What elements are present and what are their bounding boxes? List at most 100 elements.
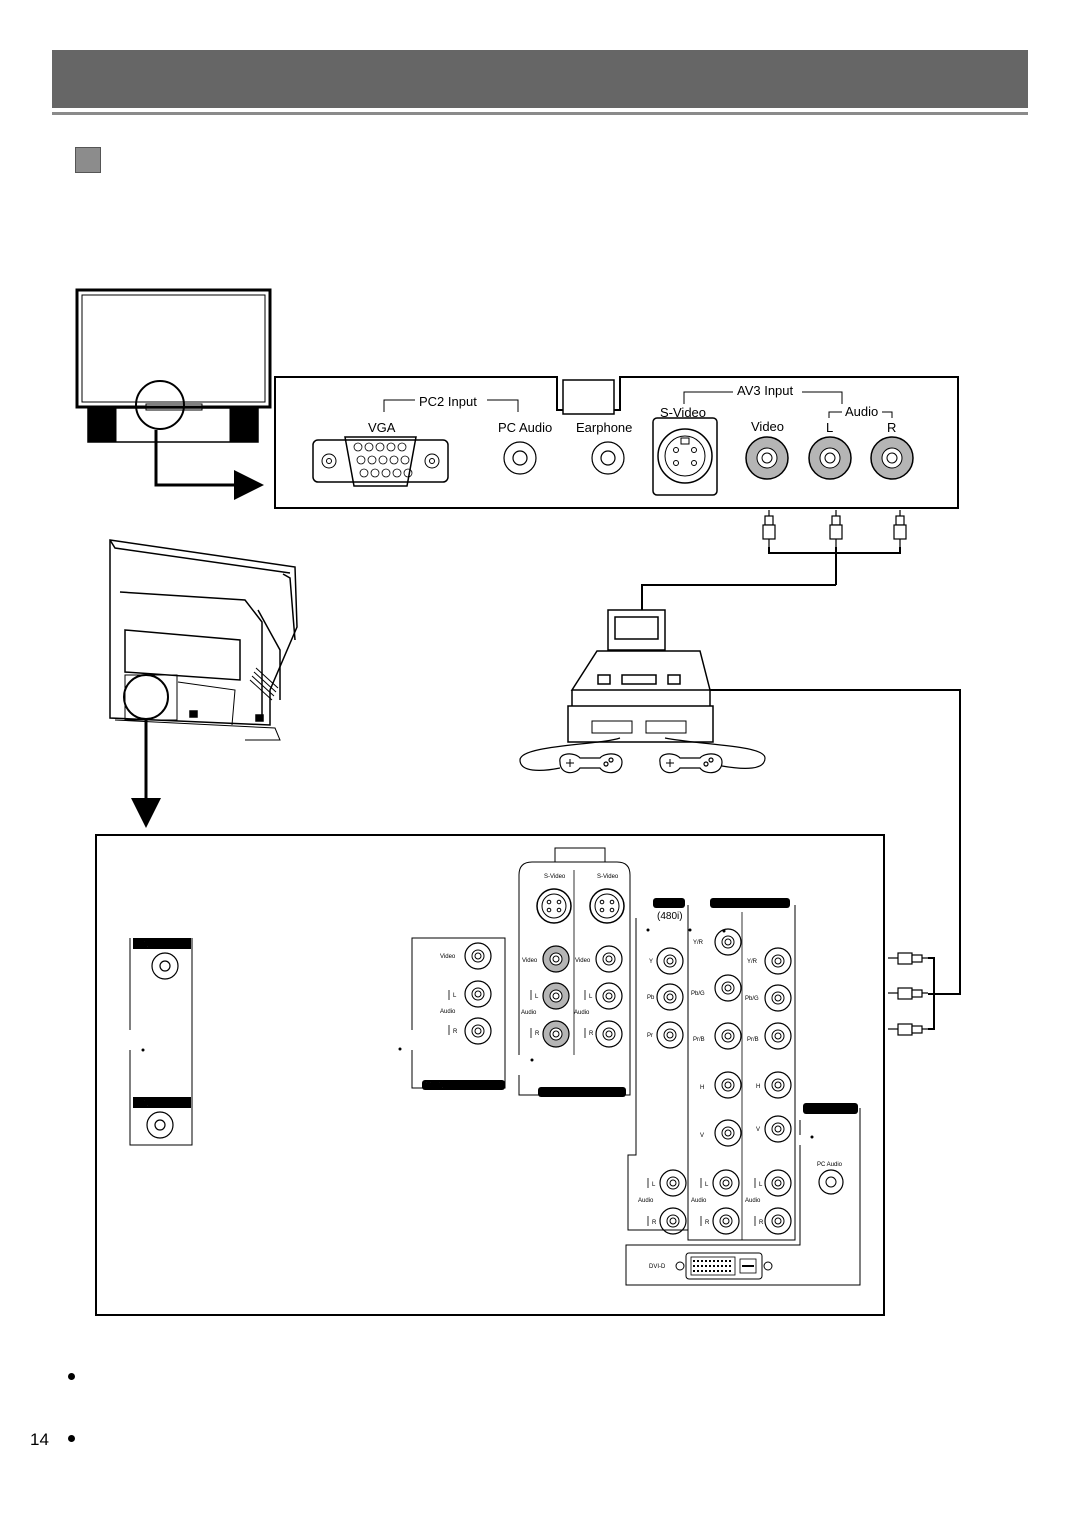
monitor-audio-label: Audio bbox=[440, 1009, 456, 1015]
rear-panel-frame bbox=[95, 834, 885, 1316]
sd1-pr-jack bbox=[656, 1021, 684, 1049]
pc1-audio-jack bbox=[818, 1169, 844, 1195]
av2-audio-l-jack bbox=[595, 982, 623, 1010]
av3-audio-l-jack bbox=[808, 436, 852, 480]
hd1-audio-l-label: L bbox=[705, 1182, 709, 1188]
av1-video-jack bbox=[542, 945, 570, 973]
hd2-audio-l-label: L bbox=[759, 1182, 763, 1188]
av1-l-label: L bbox=[535, 994, 539, 1000]
monitor-audio-r-jack bbox=[464, 1017, 492, 1045]
ant2-jack bbox=[146, 1111, 174, 1139]
av1-r-label: R bbox=[535, 1031, 540, 1037]
header-bar bbox=[52, 50, 1028, 108]
hd2-audio-r-jack bbox=[764, 1207, 792, 1235]
ant2-input-label: ANT-2 Input bbox=[138, 1099, 181, 1108]
hd2-v-jack bbox=[764, 1115, 792, 1143]
hd1-pb-g-label: Pb/G bbox=[691, 991, 705, 997]
hd1-v-label: V bbox=[700, 1133, 704, 1139]
pc-audio-label: PC Audio bbox=[498, 420, 552, 435]
sd1-pb-jack bbox=[656, 983, 684, 1011]
controller-2 bbox=[659, 753, 723, 774]
av1-audio-label: Audio bbox=[521, 1010, 537, 1016]
hd1-pb-g-jack bbox=[714, 974, 742, 1002]
hd2-h-label: H bbox=[756, 1084, 760, 1090]
sd1-label: SD1 bbox=[660, 899, 676, 908]
dvi-d-port bbox=[675, 1252, 773, 1280]
hd2-h-jack bbox=[764, 1071, 792, 1099]
audio-label: Audio bbox=[845, 404, 878, 419]
ant1-input-label: ANT-1 Input bbox=[138, 940, 181, 949]
av1-s-video-port bbox=[536, 888, 572, 924]
av-cable-plugs bbox=[762, 510, 907, 547]
monitor-r-label: R bbox=[453, 1029, 458, 1035]
sd1-audio-l-label: L bbox=[652, 1182, 656, 1188]
hd2-label: HD2 bbox=[766, 899, 783, 908]
pc1-audio-label: PC Audio bbox=[817, 1162, 843, 1168]
pc1-input-label: PC1 Input bbox=[807, 1105, 843, 1114]
hd2-pr-b-jack bbox=[764, 1022, 792, 1050]
earphone-jack bbox=[591, 441, 625, 475]
s-video-port bbox=[652, 417, 718, 496]
earphone-label: Earphone bbox=[576, 420, 632, 435]
av2-s-video-label: S-Video bbox=[597, 874, 619, 880]
bullet-mark-1 bbox=[68, 1373, 75, 1380]
antenna-block: ANT-1 Input ANT-2 Input bbox=[129, 938, 193, 1146]
hd1-audio-r-label: R bbox=[705, 1220, 710, 1226]
rear-cable-plugs bbox=[888, 952, 935, 1036]
monitor-video-jack bbox=[464, 942, 492, 970]
section-marker bbox=[75, 147, 101, 173]
hd1-label: HD1 bbox=[716, 899, 733, 908]
vga-label: VGA bbox=[368, 420, 396, 435]
av2-video-jack bbox=[595, 945, 623, 973]
hd2-audio-r-label: R bbox=[759, 1220, 764, 1226]
hd1-v-jack bbox=[714, 1119, 742, 1147]
av2-video-label: Video bbox=[575, 958, 591, 964]
av-cable bbox=[641, 547, 901, 653]
av1-s-video-label: S-Video bbox=[544, 874, 566, 880]
av2-l-label: L bbox=[589, 994, 593, 1000]
hd1-audio-l-jack bbox=[712, 1169, 740, 1197]
controller-1 bbox=[559, 753, 623, 774]
sd1-pr-label: Pr bbox=[647, 1033, 653, 1039]
hd1-audio-r-jack bbox=[712, 1207, 740, 1235]
hd2-v-label: V bbox=[756, 1127, 760, 1133]
monitor-l-label: L bbox=[453, 993, 457, 999]
game-console bbox=[519, 609, 766, 774]
side-panel: PC2 Input VGA PC Audio Earphone AV3 Inpu… bbox=[274, 376, 959, 509]
av1-av2-block: S-Video S-Video Video Video L Audio R L … bbox=[518, 847, 631, 1098]
hd2-pb-g-jack bbox=[764, 984, 792, 1012]
av3-input-label: AV3 Input bbox=[737, 383, 794, 398]
hd1-pr-b-jack bbox=[714, 1022, 742, 1050]
tv-rear-illustration bbox=[109, 539, 298, 741]
hd1-y-r-jack bbox=[714, 928, 742, 956]
hd2-pr-b-label: Pr/B bbox=[747, 1037, 759, 1043]
s-video-label: S-Video bbox=[660, 405, 706, 420]
av2-audio-r-jack bbox=[595, 1020, 623, 1048]
arrow-to-side-panel bbox=[154, 430, 264, 500]
av1-label: AV1 bbox=[544, 1088, 559, 1097]
vga-port bbox=[312, 436, 449, 487]
sd1-audio-l-jack bbox=[659, 1169, 687, 1197]
monitor-output-label: MONITOR Output bbox=[425, 1081, 490, 1090]
hd2-y-r-label: Y/R bbox=[747, 959, 758, 965]
pc-audio-jack bbox=[503, 441, 537, 475]
hd2-audio-label: Audio bbox=[745, 1198, 761, 1204]
l-label: L bbox=[826, 420, 833, 435]
res-480i-label: (480i) bbox=[657, 911, 683, 922]
monitor-audio-l-jack bbox=[464, 980, 492, 1008]
hd1-h-label: H bbox=[700, 1085, 704, 1091]
av2-s-video-port bbox=[589, 888, 625, 924]
header-rule bbox=[52, 112, 1028, 115]
dvi-d-label: DVI-D bbox=[649, 1264, 666, 1270]
hd2-audio-l-jack bbox=[764, 1169, 792, 1197]
sd1-audio-r-label: R bbox=[652, 1220, 657, 1226]
av2-r-label: R bbox=[589, 1031, 594, 1037]
av1-audio-r-jack bbox=[542, 1020, 570, 1048]
hd1-pr-b-label: Pr/B bbox=[693, 1037, 705, 1043]
pc1-input-block: PC1 Input PC Audio DVI-D bbox=[625, 1103, 861, 1286]
sd1-y-label: Y bbox=[649, 959, 653, 965]
av1-video-label: Video bbox=[522, 958, 538, 964]
console-to-rear-cable bbox=[710, 689, 961, 995]
av3-video-jack bbox=[745, 436, 789, 480]
